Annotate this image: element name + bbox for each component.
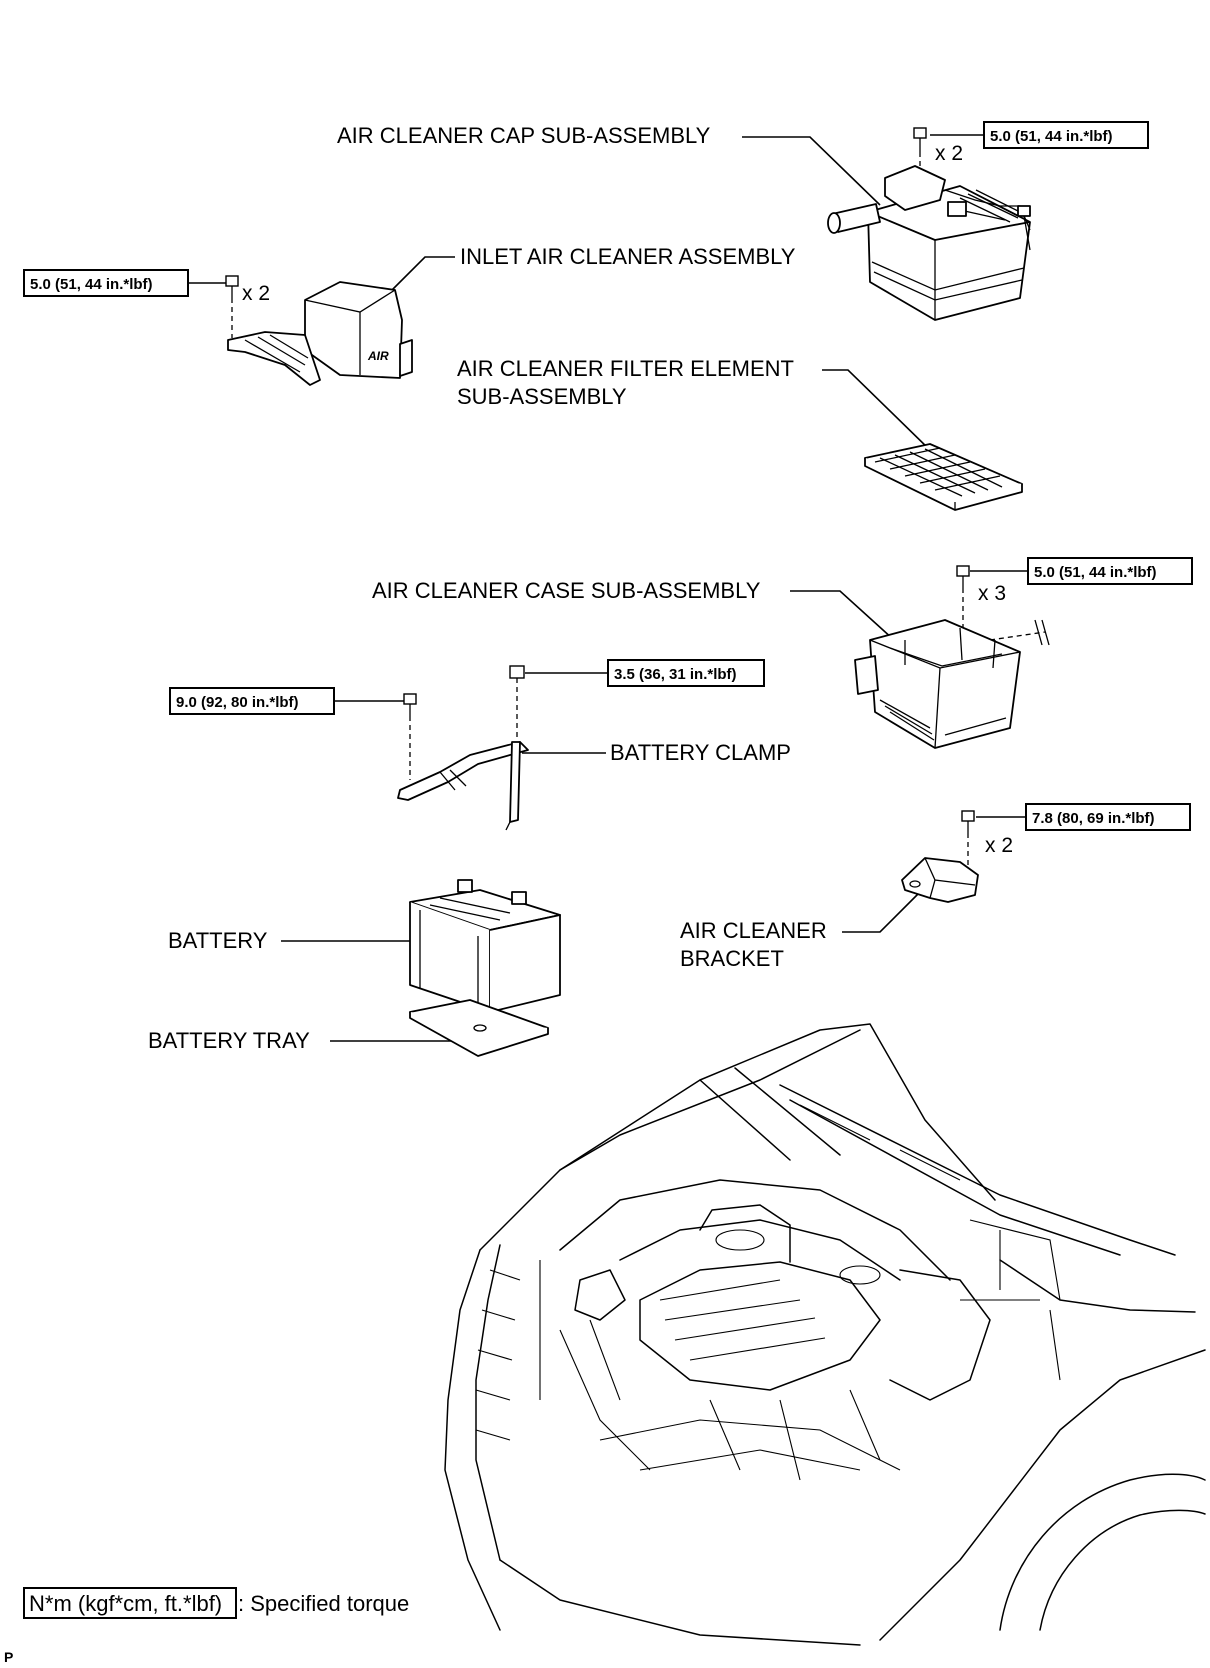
- vehicle-engine-compartment-illustration: [444, 1023, 1206, 1646]
- air-cleaner-bracket-torque: 7.8 (80, 69 in.*lbf): [1032, 810, 1155, 827]
- air-cleaner-bracket-leader: [842, 891, 921, 933]
- air-cleaner-cap-label: AIR CLEANER CAP SUB-ASSEMBLY: [337, 123, 711, 148]
- air-cleaner-case-bolt-icon: [956, 565, 970, 588]
- air-cleaner-bracket-group: AIR CLEANER BRACKET 7.8 (80, 69 in.*lbf)…: [680, 803, 1191, 971]
- torque-legend-text: : Specified torque: [238, 1591, 409, 1616]
- air-cleaner-case-group: AIR CLEANER CASE SUB-ASSEMBLY 5.0 (51, 4…: [372, 557, 1193, 749]
- inlet-air-cleaner-leader: [389, 256, 455, 293]
- battery-clamp-bolt-icon: [403, 693, 417, 716]
- battery-clamp-bolt-torque: 9.0 (92, 80 in.*lbf): [176, 694, 299, 711]
- battery-clamp-bolt-torque-box: [169, 687, 335, 715]
- corner-mark: P: [4, 1649, 13, 1665]
- air-cleaner-cap-leader: [742, 136, 881, 206]
- air-cleaner-filter-label-line2: SUB-ASSEMBLY: [457, 384, 627, 409]
- air-cleaner-cap-bolt-icon: [913, 127, 927, 152]
- battery-clamp-label: BATTERY CLAMP: [610, 740, 791, 765]
- torque-legend: N*m (kgf*cm, ft.*lbf) : Specified torque: [23, 1587, 409, 1619]
- battery-clamp-nut-icon: [509, 665, 525, 679]
- inlet-air-cleaner-quantity: x 2: [242, 282, 270, 305]
- inlet-air-cleaner-group: INLET AIR CLEANER ASSEMBLY 5.0 (51, 44 i…: [23, 244, 796, 386]
- battery-clamp-drawing: [397, 741, 529, 831]
- air-cleaner-filter-leader: [822, 369, 933, 453]
- inlet-air-cleaner-torque: 5.0 (51, 44 in.*lbf): [30, 276, 153, 293]
- air-cleaner-bracket-label-line2: BRACKET: [680, 946, 784, 971]
- air-cleaner-filter-drawing: [864, 443, 1023, 511]
- battery-tray-group: BATTERY TRAY: [148, 999, 549, 1057]
- air-cleaner-case-label: AIR CLEANER CASE SUB-ASSEMBLY: [372, 578, 761, 603]
- air-cleaner-cap-quantity: x 2: [935, 142, 963, 165]
- inlet-air-cleaner-emblem: AIR: [367, 349, 389, 363]
- inlet-air-cleaner-bolt-icon: [225, 275, 239, 298]
- battery-clamp-nut-torque: 3.5 (36, 31 in.*lbf): [614, 666, 737, 683]
- air-cleaner-case-clip-icon: [1034, 619, 1050, 646]
- torque-legend-unit: N*m (kgf*cm, ft.*lbf): [29, 1591, 222, 1616]
- air-cleaner-bracket-torque-box: [1025, 803, 1191, 831]
- air-cleaner-case-quantity: x 3: [978, 582, 1006, 605]
- inlet-air-cleaner-drawing: AIR: [227, 281, 413, 386]
- battery-tray-drawing: [409, 999, 549, 1057]
- air-cleaner-cap-group: AIR CLEANER CAP SUB-ASSEMBLY 5.0 (51, 44…: [337, 121, 1149, 321]
- air-cleaner-bracket-quantity: x 2: [985, 834, 1013, 857]
- air-cleaner-case-torque-box: [1027, 557, 1193, 585]
- air-cleaner-case-torque: 5.0 (51, 44 in.*lbf): [1034, 564, 1157, 581]
- battery-label: BATTERY: [168, 928, 268, 953]
- air-cleaner-bracket-label-line1: AIR CLEANER: [680, 918, 827, 943]
- air-cleaner-filter-group: AIR CLEANER FILTER ELEMENT SUB-ASSEMBLY: [457, 356, 1023, 511]
- battery-drawing: [409, 879, 561, 1013]
- air-cleaner-bracket-drawing: [901, 857, 979, 903]
- battery-clamp-group: BATTERY CLAMP 3.5 (36, 31 in.*lbf) 9.0 (…: [169, 659, 791, 831]
- air-cleaner-case-drawing: [854, 619, 1021, 749]
- air-cleaner-case-leader: [790, 590, 906, 651]
- torque-legend-unit-box: [23, 1587, 237, 1619]
- battery-tray-label: BATTERY TRAY: [148, 1028, 310, 1053]
- air-cleaner-bracket-bolt-icon: [961, 810, 975, 833]
- air-cleaner-cap-torque: 5.0 (51, 44 in.*lbf): [990, 128, 1113, 145]
- air-cleaner-cap-drawing: [827, 165, 1031, 321]
- air-cleaner-filter-label-line1: AIR CLEANER FILTER ELEMENT: [457, 356, 794, 381]
- air-cleaner-case-clip-axis: [989, 631, 1046, 641]
- battery-group: BATTERY: [168, 879, 561, 1013]
- inlet-air-cleaner-label: INLET AIR CLEANER ASSEMBLY: [460, 244, 796, 269]
